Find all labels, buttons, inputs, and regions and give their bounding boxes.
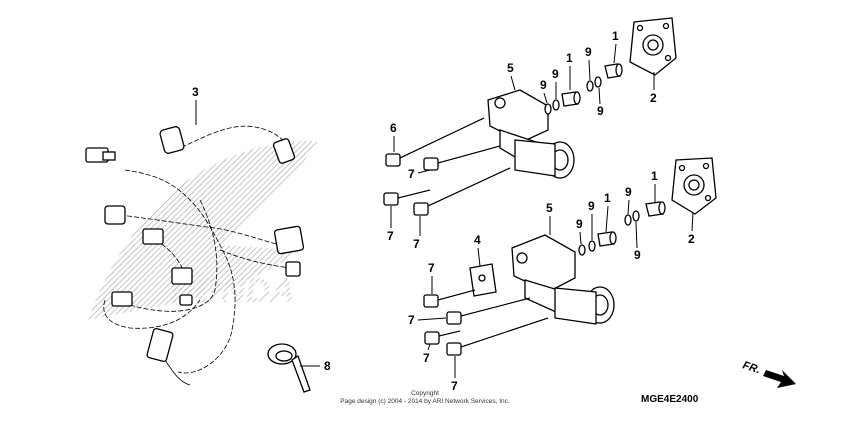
callout-5-upper: 5 [507,61,514,75]
o-ring-9b[interactable] [552,99,560,111]
solenoid-valve-upper[interactable] [487,89,575,179]
callout-7-d: 7 [428,261,435,275]
leader-1-c [605,205,609,233]
callout-1-a: 1 [566,51,573,65]
bolt-7f[interactable] [424,330,461,345]
copyright-line-2: Page design (c) 2004 - 2014 by ARI Netwo… [340,398,510,405]
leader-9-g [627,199,630,215]
callout-1-b: 1 [612,29,619,43]
filter-1a[interactable] [561,91,581,107]
bolt-7d[interactable] [423,289,476,308]
leader-9-e [579,231,582,245]
copyright-line-1: Copyright [411,390,439,397]
o-ring-9d[interactable] [594,76,602,88]
wire-harness[interactable] [85,125,305,386]
cover-plate-lower[interactable] [671,157,717,215]
bolt-7a[interactable] [423,145,501,171]
callout-7-e: 7 [408,313,415,327]
callout-4: 4 [474,233,481,247]
callout-5-lower: 5 [546,201,553,215]
o-ring-9g[interactable] [624,214,632,226]
bracket-4[interactable] [469,263,497,297]
arrow-icon [763,370,796,388]
filter-1b[interactable] [604,63,623,79]
direction-label: FR. [741,359,762,376]
leader-4 [477,247,481,267]
leader-2-lower [691,211,694,232]
o-ring-9h[interactable] [632,210,640,222]
callout-2-lower: 2 [688,232,695,246]
bolt-7b[interactable] [383,189,431,206]
callout-9-e: 9 [576,217,583,231]
leader-5-upper [510,75,516,91]
diagram-code: MGE4E2400 [641,394,699,405]
callout-7-g: 7 [451,379,458,393]
callout-9-b: 9 [552,67,559,81]
leader-1-b [613,43,617,64]
callout-7-f: 7 [423,351,430,365]
copyright-notice: Copyright Page design (c) 2004 - 2014 by… [300,390,550,406]
o-ring-9e[interactable] [578,244,586,256]
callout-3: 3 [192,85,199,99]
leader-9-d [598,87,601,105]
cable-tie[interactable] [267,343,311,393]
callout-1-c: 1 [604,191,611,205]
filter-1c[interactable] [597,231,617,247]
filter-1d[interactable] [645,201,666,217]
cover-plate-upper[interactable] [629,17,677,76]
callout-9-c: 9 [585,45,592,59]
callout-7-a: 7 [408,167,415,181]
callout-6: 6 [390,121,397,135]
o-ring-9f[interactable] [588,240,596,252]
o-ring-9c[interactable] [586,80,594,92]
callout-9-a: 9 [540,78,547,92]
leader-7-f [427,343,431,351]
front-direction-arrow: FR. [741,359,796,388]
bolt-6[interactable] [385,117,485,167]
bolt-7e[interactable] [446,297,531,325]
callout-8: 8 [324,359,331,373]
callout-9-f: 9 [588,199,595,213]
callout-9-g: 9 [625,185,632,199]
callout-7-b: 7 [387,229,394,243]
callout-9-h: 9 [634,248,641,262]
callout-2-upper: 2 [650,91,657,105]
callout-9-d: 9 [597,104,604,118]
leader-9-h [635,221,638,249]
callout-7-c: 7 [413,237,420,251]
leader-7-e [417,317,447,321]
callout-1-d: 1 [651,169,658,183]
leader-9-a [543,92,548,104]
bolt-7g[interactable] [446,317,549,356]
leader-9-c [588,59,591,81]
o-ring-9a[interactable] [544,103,552,115]
bolt-7c[interactable] [413,167,511,216]
solenoid-valve-lower[interactable] [511,234,615,325]
leader-7-a [417,169,431,174]
